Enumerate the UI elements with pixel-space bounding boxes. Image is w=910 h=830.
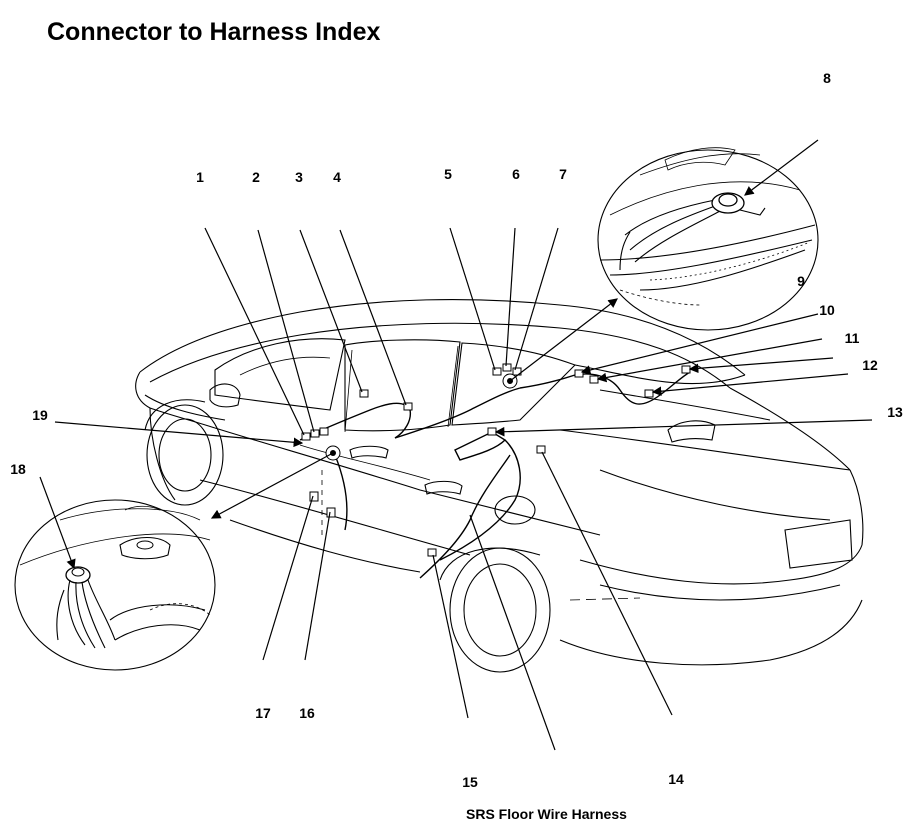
- callout-18: 18: [10, 461, 26, 477]
- callout-8: 8: [823, 70, 831, 86]
- leader-lines: [39, 139, 873, 751]
- callout-3: 3: [295, 169, 303, 185]
- srs-floor-wire-harness: [299, 371, 691, 579]
- callout-17: 17: [255, 705, 271, 721]
- callout-7: 7: [559, 166, 567, 182]
- callout-13: 13: [887, 404, 903, 420]
- callout-15: 15: [462, 774, 478, 790]
- callout-9: 9: [797, 273, 805, 289]
- detail-view-8-9: [597, 147, 819, 331]
- callout-6: 6: [512, 166, 520, 182]
- callout-11: 11: [844, 330, 860, 346]
- callout-4: 4: [333, 169, 341, 185]
- callout-2: 2: [252, 169, 260, 185]
- callout-5: 5: [444, 166, 452, 182]
- callout-10: 10: [819, 302, 835, 318]
- callout-14: 14: [668, 771, 684, 787]
- diagram-caption: SRS Floor Wire Harness: [466, 806, 627, 822]
- callout-1: 1: [196, 169, 204, 185]
- detail-view-18: [14, 499, 216, 671]
- callout-19: 19: [32, 407, 48, 423]
- harness-connectors: [301, 363, 691, 557]
- car-outline: [135, 298, 864, 673]
- page-title: Connector to Harness Index: [47, 18, 381, 46]
- callout-16: 16: [299, 705, 315, 721]
- callout-12: 12: [862, 357, 878, 373]
